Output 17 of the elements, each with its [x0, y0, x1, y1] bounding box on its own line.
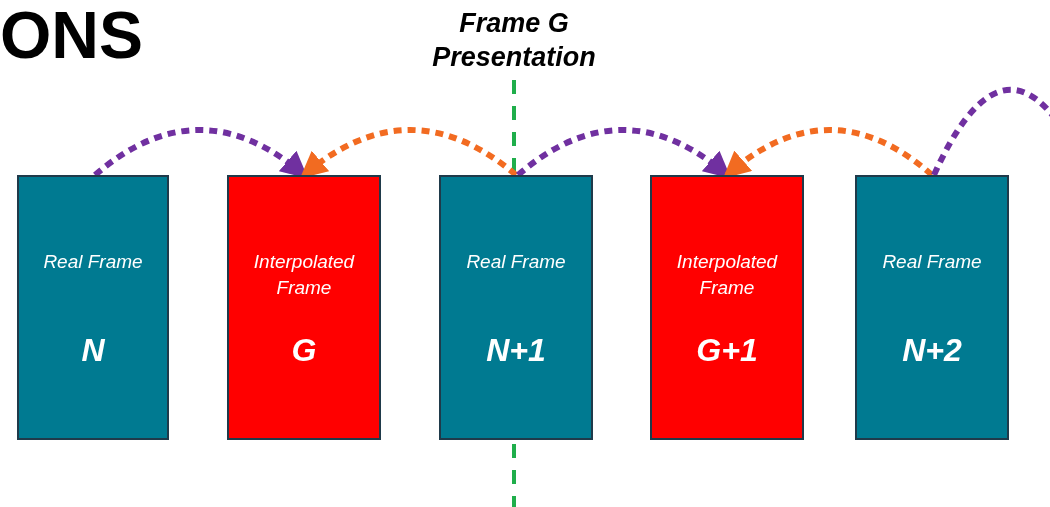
frame-id-label: G+1 — [695, 332, 759, 368]
frame-box — [17, 175, 169, 440]
frame-id-label: N+1 — [485, 332, 547, 368]
frame-type-label: Interpolated Frame — [675, 250, 779, 300]
frame-type-label: Real Frame — [465, 250, 567, 274]
frame-box — [227, 175, 381, 440]
frame-box — [650, 175, 804, 440]
frame-id-label: N — [80, 332, 106, 368]
frame-type-label: Real Frame — [881, 250, 983, 274]
marker-label: Frame G Presentation — [431, 7, 597, 74]
frame-id-label: G — [290, 332, 318, 368]
frame-box — [855, 175, 1009, 440]
frame-type-label: Interpolated Frame — [252, 250, 356, 300]
frame-id-label: N+2 — [901, 332, 963, 368]
frame-type-label: Real Frame — [42, 250, 144, 274]
heading-fragment: ONS — [0, 2, 144, 68]
frame-box — [439, 175, 593, 440]
